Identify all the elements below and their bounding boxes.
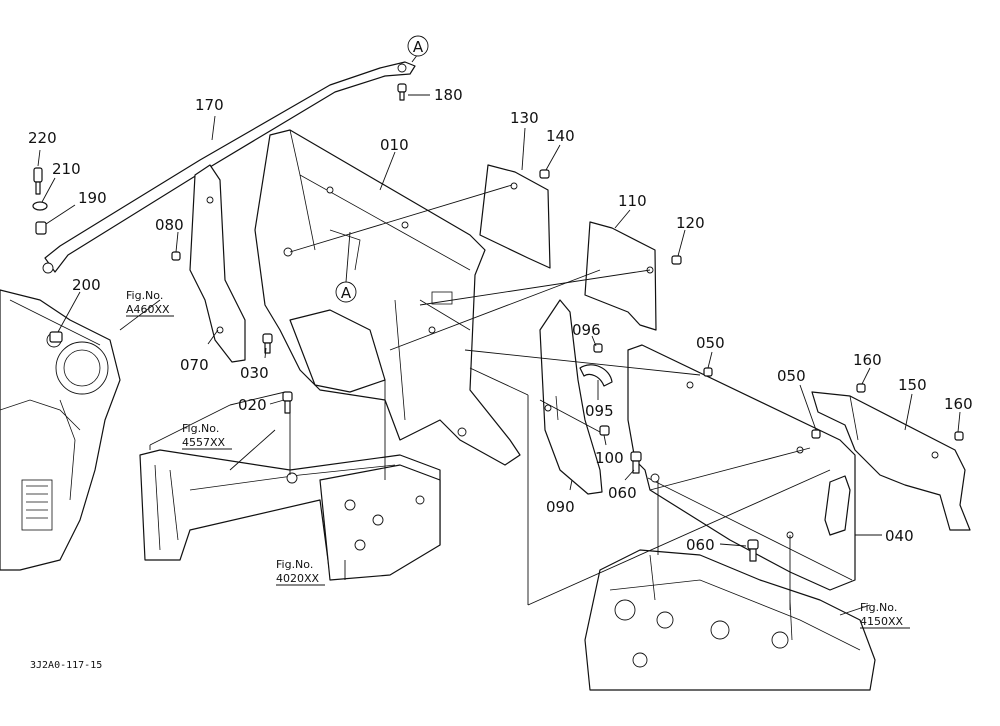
fasteners (32, 83, 964, 562)
part-label-080: 080 (155, 216, 184, 234)
part-label-100: 100 (595, 449, 624, 467)
leader-lines (37, 53, 961, 616)
part-label-200: 200 (72, 276, 101, 294)
figure-ref-caption: Fig.No. (126, 289, 163, 302)
part-label-150: 150 (898, 376, 927, 394)
part-label-160-a: 160 (853, 351, 882, 369)
part-label-050-a: 050 (696, 334, 725, 352)
part-label-060-a: 060 (608, 484, 637, 502)
figure-ref-caption: Fig.No. (860, 601, 897, 614)
front-frame-assembly (139, 449, 441, 581)
figure-ref-4020xx: Fig.No. 4020XX (276, 558, 325, 586)
part-label-180: 180 (434, 86, 463, 104)
part-label-090: 090 (546, 498, 575, 516)
part-label-030: 030 (240, 364, 269, 382)
part-110-cover (584, 221, 657, 331)
part-label-120: 120 (676, 214, 705, 232)
figure-ref-number: 4557XX (182, 436, 226, 449)
part-label-020: 020 (238, 396, 267, 414)
part-label-060-b: 060 (686, 536, 715, 554)
part-label-220: 220 (28, 129, 57, 147)
part-label-160-b: 160 (944, 395, 973, 413)
part-labels: 010 020 030 040 050 050 060 060 070 080 … (28, 86, 973, 554)
part-040-stay (824, 475, 851, 536)
part-label-070: 070 (180, 356, 209, 374)
part-090-side-plate (539, 299, 603, 495)
figure-ref-a460xx: Fig.No. A460XX (126, 289, 174, 317)
part-label-110: 110 (618, 192, 647, 210)
marker-a-top-label: A (413, 38, 424, 56)
figure-ref-number: 4150XX (860, 615, 904, 628)
figure-ref-4557xx: Fig.No. 4557XX (182, 422, 232, 450)
part-130-cover (479, 164, 551, 269)
figure-ref-number: A460XX (126, 303, 170, 316)
part-label-130: 130 (510, 109, 539, 127)
part-150-bracket (811, 391, 971, 531)
part-170-rod (42, 61, 416, 274)
drawing-code: 3J2A0-117-15 (30, 660, 102, 671)
marker-a-top: A (407, 35, 429, 57)
part-010-main-panel (254, 129, 521, 466)
figure-ref-number: 4020XX (276, 572, 320, 585)
part-label-096: 096 (572, 321, 601, 339)
figure-ref-4150xx: Fig.No. 4150XX (860, 601, 910, 629)
part-label-210: 210 (52, 160, 81, 178)
part-label-190: 190 (78, 189, 107, 207)
marker-a-mid: A (335, 231, 357, 303)
transmission-case-assembly (584, 549, 876, 691)
figure-ref-caption: Fig.No. (276, 558, 313, 571)
figure-ref-caption: Fig.No. (182, 422, 219, 435)
part-label-140: 140 (546, 127, 575, 145)
part-label-050-b: 050 (777, 367, 806, 385)
part-070-side-plate (189, 164, 246, 363)
part-label-040: 040 (885, 527, 914, 545)
part-label-010: 010 (380, 136, 409, 154)
part-095-clamp (579, 364, 613, 387)
marker-a-mid-label: A (341, 284, 352, 302)
part-label-170: 170 (195, 96, 224, 114)
part-label-095: 095 (585, 402, 614, 420)
